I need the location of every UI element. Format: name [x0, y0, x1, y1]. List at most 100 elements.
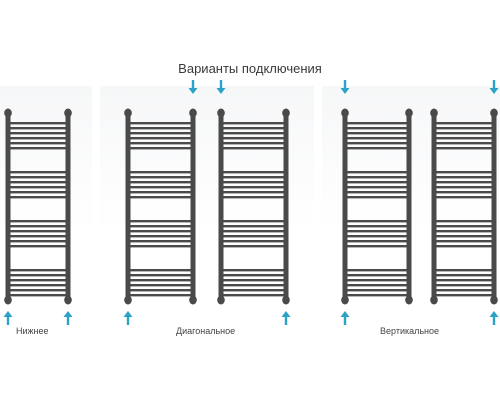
- arrow-icon: [340, 311, 350, 325]
- radiator-bar: [347, 196, 407, 199]
- radiator-bar: [347, 294, 407, 297]
- radiator-bar: [130, 279, 191, 282]
- radiator-bar: [10, 137, 66, 140]
- radiator-bar: [10, 176, 66, 179]
- radiator-bar: [223, 279, 284, 282]
- panel-bottom: [0, 86, 92, 348]
- radiator-bar: [436, 171, 492, 174]
- radiator-bar: [347, 127, 407, 130]
- radiator-post: [431, 113, 437, 300]
- radiator-bar: [347, 142, 407, 145]
- radiator-bar: [347, 181, 407, 184]
- radiator-bar: [436, 137, 492, 140]
- radiator-bar: [223, 220, 284, 223]
- radiator-bar: [436, 147, 492, 150]
- radiator-bar: [223, 186, 284, 189]
- radiator-bar: [436, 127, 492, 130]
- radiator-bar: [130, 171, 191, 174]
- radiator-bar: [130, 196, 191, 199]
- radiator-bar: [10, 142, 66, 145]
- radiator-bar: [130, 284, 191, 287]
- radiator-post: [5, 113, 11, 300]
- radiator-cap: [430, 108, 438, 118]
- radiator-cap: [124, 295, 132, 305]
- radiator-bar: [10, 279, 66, 282]
- panel-diagonal: [100, 86, 314, 348]
- radiator-bar: [223, 240, 284, 243]
- radiator-bar: [347, 269, 407, 272]
- radiator-bar: [347, 274, 407, 277]
- radiator-bar: [10, 269, 66, 272]
- radiator-bar: [436, 176, 492, 179]
- radiator-bar: [223, 142, 284, 145]
- radiator-cap: [4, 295, 12, 305]
- radiator-cap: [124, 108, 132, 118]
- radiator-bar: [223, 171, 284, 174]
- radiator-cap: [405, 108, 413, 118]
- radiator-cap: [341, 295, 349, 305]
- arrow-icon: [123, 311, 133, 325]
- radiator-cap: [282, 295, 290, 305]
- radiator-bar: [223, 230, 284, 233]
- radiator-bar: [436, 225, 492, 228]
- radiator-bar: [347, 220, 407, 223]
- radiator-post: [491, 113, 497, 300]
- radiator-bar: [10, 186, 66, 189]
- radiator-cap: [282, 108, 290, 118]
- radiator-bar: [10, 294, 66, 297]
- radiator-bar: [10, 132, 66, 135]
- arrow-icon: [489, 80, 499, 94]
- radiator-bar: [223, 289, 284, 292]
- arrow-icon: [340, 80, 350, 94]
- radiator-bar: [10, 171, 66, 174]
- radiator-bar: [347, 289, 407, 292]
- radiator-bar: [347, 279, 407, 282]
- radiator-bar: [10, 225, 66, 228]
- radiator-bar: [130, 181, 191, 184]
- radiator-post: [190, 113, 196, 300]
- radiator-bar: [223, 191, 284, 194]
- radiator-bar: [130, 230, 191, 233]
- radiator-bar: [436, 235, 492, 238]
- radiator-bar: [130, 122, 191, 125]
- radiator-bar: [223, 225, 284, 228]
- radiator-bar: [10, 196, 66, 199]
- radiator-bar: [347, 284, 407, 287]
- radiator-bar: [347, 137, 407, 140]
- radiator-cap: [490, 108, 498, 118]
- radiator-bar: [130, 245, 191, 248]
- arrow-icon: [216, 80, 226, 94]
- radiator-bar: [223, 294, 284, 297]
- towel-rail-radiator: [4, 108, 72, 305]
- towel-rail-radiator: [124, 108, 197, 305]
- radiator-bar: [10, 240, 66, 243]
- radiator-bar: [10, 147, 66, 150]
- radiator-bar: [436, 122, 492, 125]
- radiator-cap: [430, 295, 438, 305]
- radiator-bar: [436, 142, 492, 145]
- radiator-bar: [347, 230, 407, 233]
- radiator-bar: [223, 235, 284, 238]
- radiator-bar: [347, 191, 407, 194]
- radiator-cap: [217, 108, 225, 118]
- radiator-bar: [436, 230, 492, 233]
- radiator-bar: [436, 294, 492, 297]
- radiator-bar: [10, 230, 66, 233]
- radiator-bar: [10, 274, 66, 277]
- caption-diagonal: Диагональное: [176, 326, 236, 336]
- radiator-bar: [223, 284, 284, 287]
- towel-rail-radiator: [341, 108, 413, 305]
- radiator-cap: [64, 108, 72, 118]
- radiator-cap: [64, 295, 72, 305]
- caption-bottom: Нижнее: [16, 326, 49, 336]
- radiator-bar: [347, 235, 407, 238]
- radiator-bar: [130, 132, 191, 135]
- radiator-bar: [347, 225, 407, 228]
- radiator-post: [218, 113, 224, 300]
- radiator-bar: [223, 245, 284, 248]
- arrow-icon: [489, 311, 499, 325]
- radiator-bar: [130, 191, 191, 194]
- radiator-bar: [130, 142, 191, 145]
- radiator-bar: [347, 186, 407, 189]
- arrow-icon: [63, 311, 73, 325]
